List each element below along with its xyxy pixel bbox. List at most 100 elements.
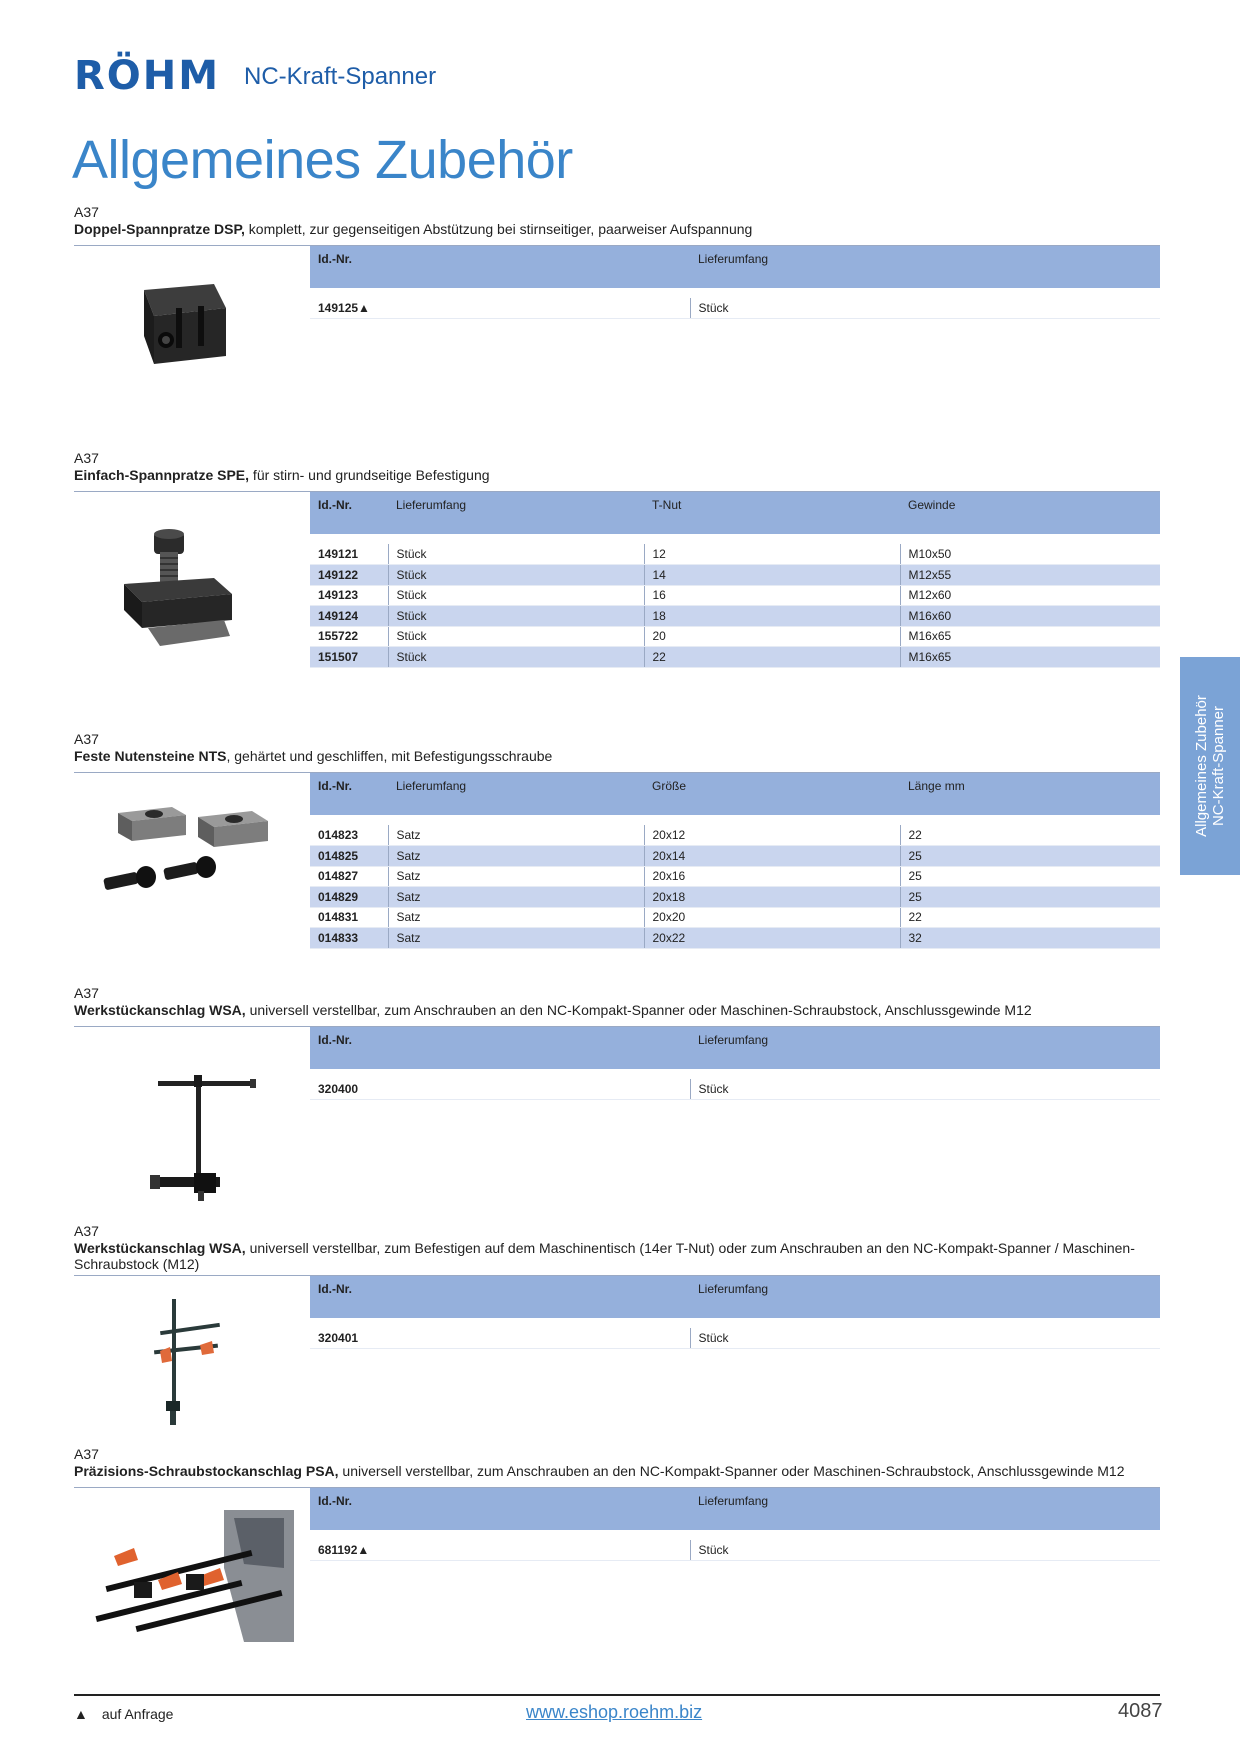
table-row: 014829 Satz 20x18 25: [310, 886, 1160, 908]
section-rule: [74, 772, 1160, 773]
id-number: 014823: [310, 825, 388, 846]
spec-table-wsa-1: Id.-Nr. Lieferumfang 320400 Stück: [310, 1027, 1160, 1100]
eshop-link[interactable]: www.eshop.roehm.biz: [526, 1702, 703, 1722]
clamp-dsp-image: [144, 284, 226, 364]
table-cell: 20x14: [643, 845, 900, 867]
product-code: A37: [74, 985, 99, 1001]
product-section-dsp: A37 Doppel-Spannpratze DSP, komplett, zu…: [74, 204, 1160, 364]
table-cell: Stück: [689, 1540, 1160, 1561]
spec-table-dsp: Id.-Nr. Lieferumfang 149125▲ Stück: [310, 246, 1160, 319]
section-rule: [74, 1487, 1160, 1488]
spec-table-wsa-2: Id.-Nr. Lieferumfang 320401 Stück: [310, 1276, 1160, 1349]
table-cell: Satz: [387, 866, 644, 887]
vise-stop-psa-image: [95, 1510, 294, 1642]
section-rule: [74, 1026, 1160, 1027]
product-section-wsa-2: A37 Werkstückanschlag WSA, universell ve…: [74, 1223, 1160, 1425]
table-cell: 25: [899, 845, 1160, 867]
product-section-wsa-1: A37 Werkstückanschlag WSA, universell ve…: [74, 985, 1160, 1201]
table-cell: 20x20: [643, 907, 900, 928]
product-description: Doppel-Spannpratze DSP, komplett, zur ge…: [74, 221, 753, 237]
product-description: Werkstückanschlag WSA, universell verste…: [74, 1240, 1135, 1272]
table-cell: Stück: [689, 1079, 1160, 1100]
spec-table-psa: Id.-Nr. Lieferumfang 681192▲ Stück: [310, 1488, 1160, 1561]
id-number: 149123: [310, 585, 388, 606]
col-header: Lieferumfang: [690, 246, 1160, 288]
clamp-spe-image: [124, 529, 232, 646]
table-row: 155722 Stück 20 M16x65: [310, 626, 1160, 647]
col-header: Lieferumfang: [690, 1027, 1160, 1069]
table-cell: Satz: [387, 845, 644, 867]
id-number: 149125▲: [310, 298, 690, 319]
col-header: Lieferumfang: [388, 492, 644, 534]
series-title: NC-Kraft-Spanner: [244, 63, 437, 90]
id-number: 014831: [310, 907, 388, 928]
triangle-icon: ▲: [74, 1706, 88, 1722]
table-cell: 18: [643, 605, 900, 627]
table-cell: Stück: [689, 298, 1160, 319]
table-cell: M16x65: [899, 646, 1160, 668]
table-cell: Stück: [387, 605, 644, 627]
table-cell: 14: [643, 564, 900, 586]
table-row: 014825 Satz 20x14 25: [310, 845, 1160, 867]
side-tab-label: Allgemeines Zubehör NC-Kraft-Spanner: [1193, 695, 1227, 837]
col-header: T-Nut: [644, 492, 900, 534]
id-number: 149124: [310, 605, 388, 627]
side-tab: [1180, 657, 1240, 875]
page-number: 4087: [1118, 1700, 1163, 1722]
id-number: 149122: [310, 564, 388, 586]
id-number: 014827: [310, 866, 388, 887]
col-header: Größe: [644, 773, 900, 815]
table-cell: 12: [643, 544, 900, 565]
legend-text: auf Anfrage: [101, 1706, 174, 1722]
col-header: Id.-Nr.: [310, 773, 388, 815]
id-number: 014833: [310, 927, 388, 949]
table-cell: Stück: [387, 646, 644, 668]
table-cell: 20x18: [643, 886, 900, 908]
legend: ▲ auf Anfrage: [74, 1706, 173, 1722]
col-header: Id.-Nr.: [310, 1027, 690, 1069]
table-row: 014831 Satz 20x20 22: [310, 907, 1160, 928]
table-row: 149121 Stück 12 M10x50: [310, 544, 1160, 565]
table-cell: 25: [899, 866, 1160, 887]
roehm-logo: RÖHM: [74, 53, 221, 99]
footer-rule: [74, 1694, 1160, 1696]
id-number: 320401: [310, 1328, 690, 1349]
table-cell: Satz: [387, 886, 644, 908]
product-section-nts: A37 Feste Nutensteine NTS, gehärtet und …: [74, 731, 1160, 949]
table-cell: 20x16: [643, 866, 900, 887]
product-description: Feste Nutensteine NTS, gehärtet und gesc…: [74, 748, 553, 764]
table-cell: 20x22: [643, 927, 900, 949]
product-code: A37: [74, 204, 99, 220]
table-row: 149122 Stück 14 M12x55: [310, 564, 1160, 586]
product-description: Werkstückanschlag WSA, universell verste…: [74, 1002, 1032, 1018]
col-header: Id.-Nr.: [310, 492, 388, 534]
t-slot-nuts-image: [103, 807, 268, 890]
workpiece-stop-wsa-image: [150, 1075, 256, 1201]
table-cell: M10x50: [899, 544, 1160, 565]
table-cell: M16x60: [899, 605, 1160, 627]
table-row: 320401 Stück: [310, 1328, 1160, 1349]
col-header: Id.-Nr.: [310, 246, 690, 288]
table-cell: 22: [899, 825, 1160, 846]
col-header: Länge mm: [900, 773, 1160, 815]
table-cell: Stück: [387, 544, 644, 565]
workpiece-stop-wsa-table-image: [153, 1299, 220, 1425]
table-row: 151507 Stück 22 M16x65: [310, 646, 1160, 668]
col-header: Id.-Nr.: [310, 1488, 690, 1530]
table-cell: Stück: [387, 626, 644, 647]
id-number: 149121: [310, 544, 388, 565]
id-number: 681192▲: [310, 1540, 690, 1561]
spec-table-spe: Id.-Nr. Lieferumfang T-Nut Gewinde 14912…: [310, 492, 1160, 668]
col-header: Gewinde: [900, 492, 1160, 534]
section-rule: [74, 245, 1160, 246]
product-description: Präzisions-Schraubstockanschlag PSA, uni…: [74, 1463, 1125, 1479]
table-cell: Satz: [387, 907, 644, 928]
table-row: 320400 Stück: [310, 1079, 1160, 1100]
table-row: 681192▲ Stück: [310, 1540, 1160, 1561]
col-header: Id.-Nr.: [310, 1276, 690, 1318]
id-number: 151507: [310, 646, 388, 668]
table-cell: Stück: [689, 1328, 1160, 1349]
table-cell: M12x60: [899, 585, 1160, 606]
id-number: 014829: [310, 886, 388, 908]
table-cell: 22: [899, 907, 1160, 928]
